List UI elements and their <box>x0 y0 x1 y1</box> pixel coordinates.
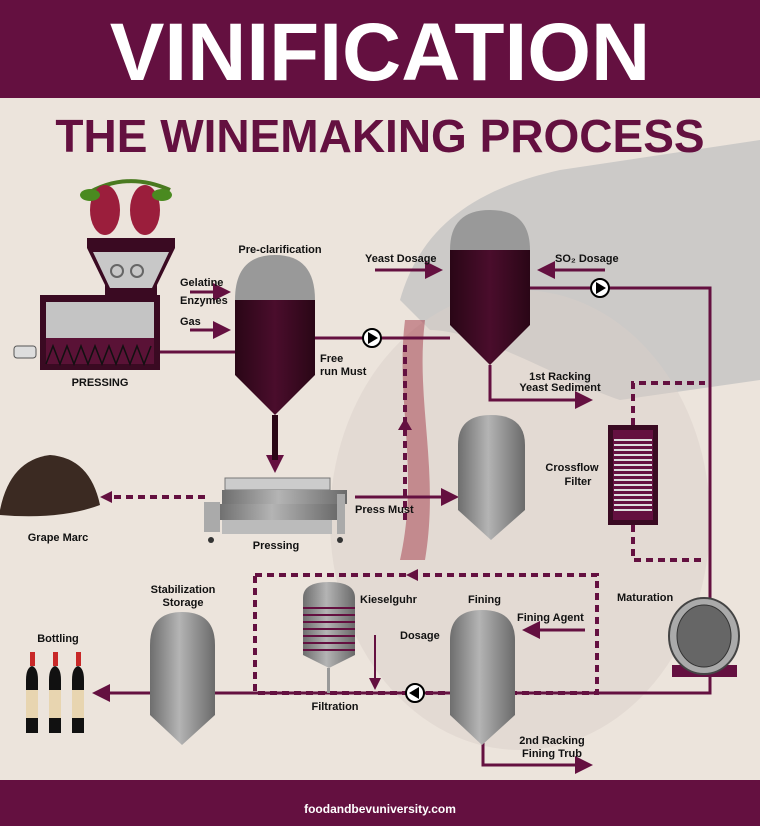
label-yeast-dosage: Yeast Dosage <box>365 253 437 265</box>
press-must-tank <box>458 415 525 540</box>
label-pressing: Pressing <box>253 540 299 552</box>
page-title: VINIFICATION <box>110 7 651 98</box>
label-fining-agent: Fining Agent <box>517 612 584 624</box>
label-filtration: Filtration <box>311 701 358 713</box>
destemmer-press <box>13 238 175 370</box>
label-pre-clarification: Pre-clarification <box>238 244 321 256</box>
pressing-machine <box>204 477 347 543</box>
footer-band <box>0 780 760 826</box>
gear-icon <box>130 264 144 278</box>
fining-tank <box>450 610 515 745</box>
label-grape-marc: Grape Marc <box>28 532 89 544</box>
wine-bottles-icon <box>26 652 84 733</box>
pump-icon <box>362 328 382 348</box>
gear-icon <box>110 264 124 278</box>
arrow-left-icon <box>406 569 418 581</box>
label-pressing-top: PRESSING <box>72 377 129 389</box>
pre-clarification-tank <box>235 255 315 460</box>
label-enzymes: Enzymes <box>180 295 228 307</box>
label-1st-racking: 1st Racking <box>529 371 591 383</box>
kieselguhr-filter <box>303 582 355 693</box>
label-kieselguhr: Kieselguhr <box>360 594 418 606</box>
label-crossflow: Crossflow <box>545 462 599 474</box>
label-gas: Gas <box>180 316 201 328</box>
footer-url[interactable]: foodandbevuniversity.com <box>304 802 456 816</box>
label-fining: Fining <box>468 594 501 606</box>
crossflow-filter <box>608 425 658 525</box>
stabilization-tank <box>150 612 215 745</box>
label-free-run-2: run Must <box>320 366 367 378</box>
pump-icon <box>590 278 610 298</box>
pump-icon <box>405 683 425 703</box>
label-2nd-racking: 2nd Racking <box>519 735 584 747</box>
page-subtitle: THE WINEMAKING PROCESS <box>55 110 704 162</box>
grape-marc-pile <box>0 455 100 517</box>
label-fining-trub: Fining Trub <box>522 748 582 760</box>
label-bottling: Bottling <box>37 633 79 645</box>
label-filter: Filter <box>565 476 593 488</box>
label-yeast-sediment: Yeast Sediment <box>519 382 601 394</box>
header-band <box>0 0 760 98</box>
motor-icon <box>13 345 37 359</box>
label-so2-dosage: SO₂ Dosage <box>555 253 619 265</box>
label-dosage: Dosage <box>400 630 440 642</box>
label-stabilization: Stabilization <box>151 584 216 596</box>
wine-pour <box>400 320 430 560</box>
arrow-left-icon <box>100 491 112 503</box>
arrow-up-icon <box>398 418 412 430</box>
label-gelatine: Gelatine <box>180 277 223 289</box>
label-press-must: Press Must <box>355 504 414 516</box>
wine-glass-silhouette <box>330 290 710 750</box>
label-storage: Storage <box>163 597 204 609</box>
label-free-run-1: Free <box>320 353 343 365</box>
fermentation-tank <box>450 210 530 365</box>
grapes-icon <box>80 179 172 235</box>
label-maturation: Maturation <box>617 592 674 604</box>
barrel-icon <box>668 597 740 677</box>
